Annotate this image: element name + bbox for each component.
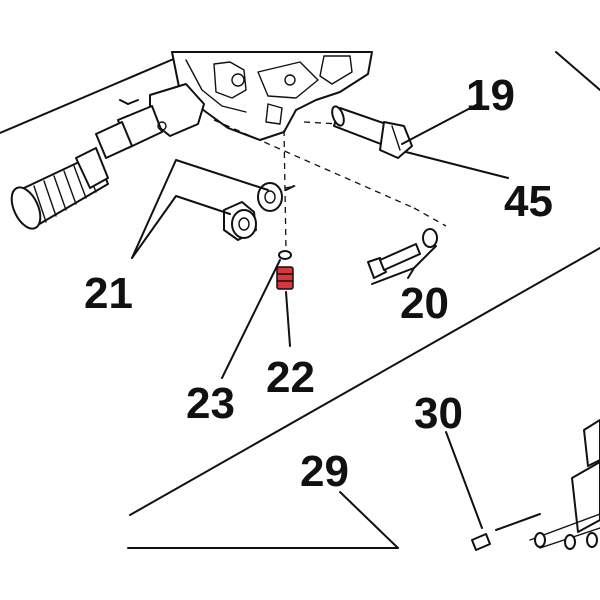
panel-border-lines: [0, 51, 600, 549]
callout-30: 30: [414, 389, 463, 438]
callout-20: 20: [400, 279, 449, 328]
part-23-o-ring: [278, 250, 292, 260]
part-22-plug: [276, 266, 294, 290]
part-21-washer: [257, 182, 295, 212]
lower-assembly: [529, 419, 600, 550]
leader-lines: [131, 103, 509, 549]
callout-23: 23: [186, 379, 235, 428]
control-shaft: [10, 83, 205, 230]
part-19-bolt: [331, 105, 413, 159]
part-30-pin: [471, 513, 541, 551]
callout-45: 45: [504, 177, 553, 226]
callout-labels: 19 45 21 20 23 22 30 29: [84, 71, 553, 496]
callout-29: 29: [300, 447, 349, 496]
callout-22: 22: [266, 353, 315, 402]
callout-19: 19: [466, 71, 515, 120]
callout-21: 21: [84, 269, 133, 318]
part-20-screw: [367, 228, 438, 279]
part-21-fitting: [223, 201, 257, 241]
